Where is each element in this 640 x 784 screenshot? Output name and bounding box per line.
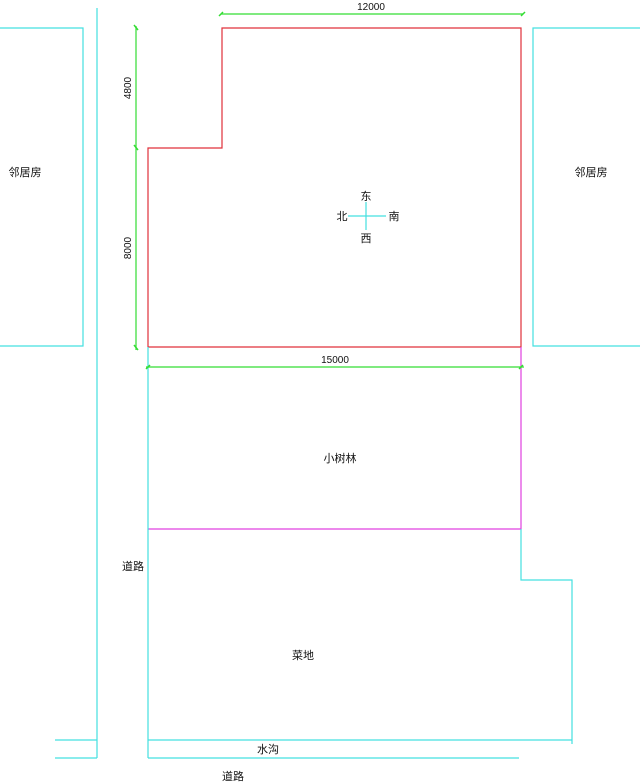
- woods-label: 小树林: [324, 451, 357, 465]
- vegetable-field-right-boundary: [520, 529, 573, 744]
- compass-top-label: 东: [361, 190, 372, 203]
- neighbor-house-left-outline: [0, 27, 84, 347]
- compass-bottom-label: 西: [361, 232, 372, 245]
- compass-right-label: 南: [389, 210, 400, 223]
- dimension-bottom-width-text: 15000: [321, 355, 349, 366]
- compass-left-label: 北: [337, 210, 348, 223]
- neighbor-house-right-label: 邻居房: [575, 166, 608, 179]
- ditch-label: 水沟: [257, 743, 279, 756]
- dimension-left-heights: 4800 8000: [123, 24, 139, 351]
- woods-boundary: [148, 347, 522, 530]
- dimension-top-width-text: 12000: [357, 2, 385, 13]
- vegetable-field-label: 菜地: [292, 649, 314, 662]
- dimension-lower-left-height-text: 8000: [123, 236, 134, 259]
- neighbor-house-left-label: 邻居房: [9, 166, 42, 179]
- dimension-top-width: 12000: [218, 2, 526, 17]
- dimension-upper-left-height-text: 4800: [123, 76, 134, 99]
- road-side-label: 道路: [122, 559, 144, 573]
- neighbor-house-right-outline: [532, 27, 640, 347]
- house-site-boundary: [147, 27, 522, 348]
- dimension-bottom-width: 15000: [145, 355, 524, 370]
- road-bottom-label: 道路: [222, 769, 244, 783]
- compass: 东 北 南 西: [337, 190, 400, 245]
